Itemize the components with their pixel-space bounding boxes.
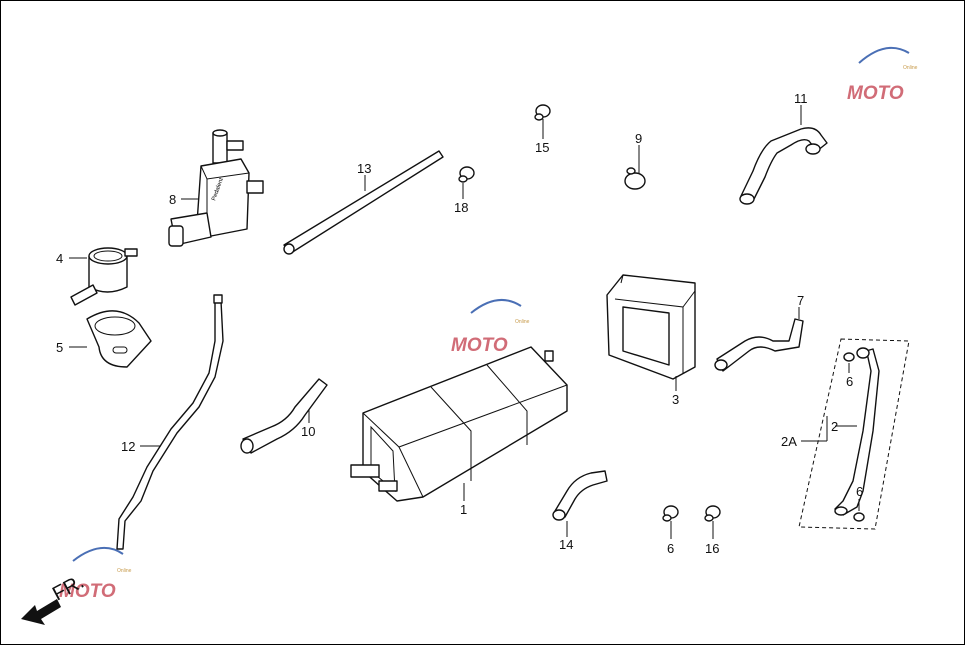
callout-6-lower: 6 [856,484,863,499]
callout-13: 13 [357,161,371,176]
part-10-hose [240,378,328,454]
svg-text:Online: Online [117,568,132,574]
part-9-clamp [624,167,646,190]
callout-14: 14 [559,537,573,552]
callout-18: 18 [454,200,468,215]
part-14-hose [552,470,608,521]
svg-text:MOTO: MOTO [59,581,116,602]
part-6-clamp [662,505,679,522]
watermark-top-right: MOTO Online [847,46,918,104]
part-5-bracket [86,310,152,368]
callout-3: 3 [672,392,679,407]
callout-7: 7 [797,293,804,308]
watermark-bottom-left: MOTO Online [59,546,132,602]
callout-16: 16 [705,541,719,556]
callout-10: 10 [301,424,315,439]
part-2A-hose-assembly [798,338,910,530]
callout-8: 8 [169,192,176,207]
part-15-clamp [534,104,551,121]
svg-text:Online: Online [515,319,530,325]
part-11-hose [739,127,828,205]
watermark-center: MOTO Online [451,298,530,356]
callout-4: 4 [56,251,63,266]
callout-labels: 1 2 2A 3 4 5 6 6 6 7 8 9 10 11 12 13 14 … [56,91,863,556]
callout-6-upper: 6 [846,374,853,389]
part-8-purge-valve: Pedalent [168,129,264,247]
callout-15: 15 [535,140,549,155]
part-12-tube [116,294,224,550]
part-16-clamp [704,505,721,522]
svg-text:MOTO: MOTO [451,335,508,356]
part-13-rod [283,150,444,255]
callout-9: 9 [635,131,642,146]
callout-6-clamp: 6 [667,541,674,556]
svg-text:Online: Online [903,65,918,71]
part-18-clamp [458,166,475,183]
svg-text:MOTO: MOTO [847,83,904,104]
leader-lines [69,105,860,539]
part-3-housing [606,274,696,380]
part-4-filter-cup [70,247,138,306]
callout-11: 11 [794,91,808,106]
arrow-left-down-icon [21,599,61,625]
callout-2A: 2A [781,434,797,449]
part-1-canister [350,346,568,502]
callout-12: 12 [121,439,135,454]
part-7-hose [714,318,804,372]
callout-5: 5 [56,340,63,355]
callout-2: 2 [831,419,838,434]
callout-1: 1 [460,502,467,517]
